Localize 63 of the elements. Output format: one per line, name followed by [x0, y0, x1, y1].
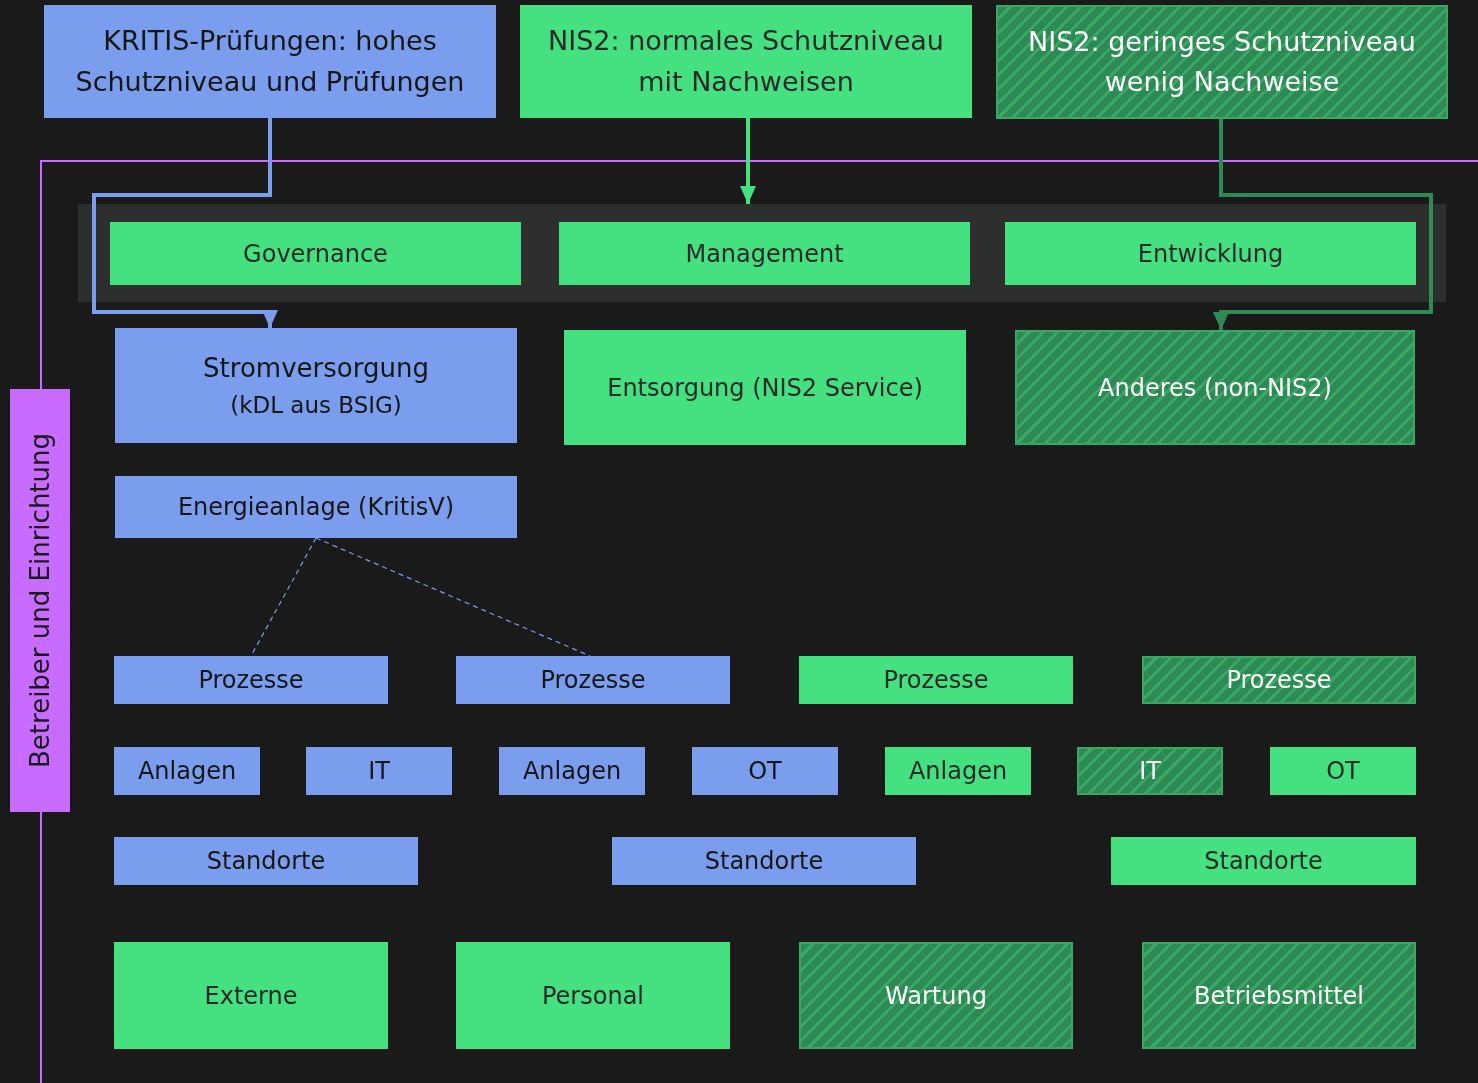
box-subtitle: (kDL aus BSIG) [230, 390, 402, 420]
box-title: Energieanlage (KritisV) [177, 492, 455, 523]
box-title: Standorte [704, 846, 824, 877]
label-box [1111, 837, 1416, 885]
dashed-line [315, 537, 591, 657]
box-title: KRITIS-Prüfungen: hohes Schutzniveau und Prüfungen [74, 24, 466, 99]
box-title: IT [368, 756, 390, 787]
arrow [92, 118, 278, 328]
box-title: Externe [204, 980, 298, 1012]
box-title: Stromversorgung [203, 351, 429, 385]
box-title: Entwicklung [1137, 238, 1284, 270]
label-box [499, 747, 645, 795]
label-box [692, 747, 838, 795]
label-box [110, 222, 521, 285]
label-box [1270, 747, 1416, 795]
label-box [114, 656, 388, 704]
box-title: Standorte [1204, 846, 1323, 877]
level-box [44, 5, 496, 118]
box-title: Betriebsmittel [1194, 980, 1364, 1012]
level-box [520, 5, 972, 118]
label-box [1077, 747, 1223, 795]
label-box [115, 476, 517, 538]
label-box [885, 747, 1031, 795]
level-box [996, 5, 1448, 119]
label-box [564, 330, 966, 445]
box-title: Personal [542, 980, 644, 1012]
label-box [1005, 222, 1416, 285]
arrow [740, 118, 756, 204]
box-title: Standorte [206, 846, 326, 877]
label-box [114, 747, 260, 795]
group-band [78, 204, 1446, 302]
box-title: Anlagen [137, 756, 237, 787]
group-label: Betreiber und Einrichtung [10, 389, 70, 812]
box-title: Wartung [885, 980, 987, 1012]
box-title: Management [685, 238, 844, 270]
label-box [1015, 330, 1415, 445]
box-title: Prozesse [883, 665, 989, 696]
box-title: OT [1326, 756, 1360, 787]
box-title: OT [748, 756, 782, 787]
box-title: Prozesse [540, 665, 646, 696]
box-title: Prozesse [1226, 665, 1332, 696]
box-title: Anlagen [522, 756, 622, 787]
box-title: Entsorgung (NIS2 Service) [607, 372, 923, 404]
box-title: Governance [243, 238, 388, 270]
box-title: Prozesse [198, 665, 304, 696]
box-title: NIS2: normales Schutzniveau mit Nachweisen [547, 24, 945, 99]
label-box [1142, 656, 1416, 704]
label-box [612, 837, 916, 885]
label-box [799, 656, 1073, 704]
box-title: Anderes (non-NIS2) [1098, 372, 1332, 404]
label-box [306, 747, 452, 795]
label-box [114, 942, 388, 1049]
label-box [456, 942, 730, 1049]
label-box [1142, 942, 1416, 1049]
arrow [1213, 119, 1433, 330]
box-title: Anlagen [908, 756, 1008, 787]
label-box [456, 656, 730, 704]
label-box [114, 837, 418, 885]
label-box [115, 328, 517, 443]
box-title: IT [1139, 756, 1161, 787]
label-box [559, 222, 970, 285]
label-box [799, 942, 1073, 1049]
box-title: NIS2: geringes Schutzniveau wenig Nachweise [1027, 24, 1417, 99]
